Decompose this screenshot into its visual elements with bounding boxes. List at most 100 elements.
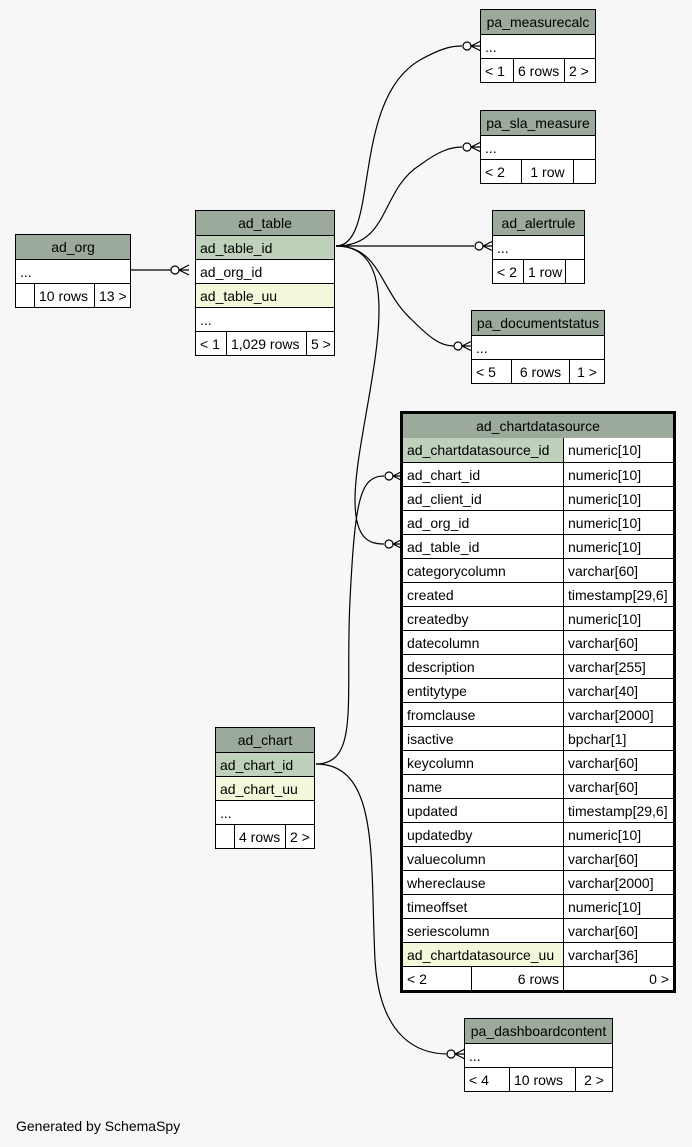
table-ellipsis: ...: [216, 800, 314, 824]
table-header[interactable]: ad_org: [16, 235, 130, 259]
nav-parents[interactable]: < 2: [407, 971, 427, 987]
table-pa-documentstatus[interactable]: pa_documentstatus ... < 5 6 rows 1 >: [471, 310, 605, 384]
nav-children[interactable]: 1 >: [569, 360, 604, 383]
column-name: keycolumn: [407, 755, 474, 771]
nav-children[interactable]: 0 >: [563, 967, 673, 990]
table-nav-row: < 2 1 row: [493, 259, 584, 283]
table-nav-row: < 2 6 rows 0 >: [403, 966, 673, 990]
crows-foot-many-marker: [470, 40, 482, 52]
column-name: description: [407, 659, 475, 675]
column-row[interactable]: description varchar[255]: [403, 654, 673, 678]
column-ad-chart-id[interactable]: ad_chart_id: [216, 752, 314, 776]
column-name: seriescolumn: [407, 923, 490, 939]
nav-rowcount: 6 rows: [511, 360, 569, 383]
table-header[interactable]: ad_alertrule: [493, 211, 584, 235]
table-ellipsis: ...: [481, 135, 595, 159]
column-name: ad_client_id: [407, 491, 482, 507]
column-type: varchar[255]: [563, 655, 673, 678]
column-type: numeric[10]: [563, 511, 673, 534]
column-ad-org-id[interactable]: ad_org_id: [196, 259, 334, 283]
optional-circle-marker: [474, 241, 484, 251]
nav-children[interactable]: 5 >: [306, 332, 334, 355]
table-nav-row: 10 rows 13 >: [16, 283, 130, 307]
nav-children[interactable]: 2 >: [564, 59, 595, 82]
table-header[interactable]: pa_documentstatus: [472, 311, 604, 335]
table-header[interactable]: pa_dashboardcontent: [465, 1019, 612, 1043]
crows-foot-many-marker: [482, 240, 494, 252]
column-name: created: [407, 587, 454, 603]
table-nav-row: 4 rows 2 >: [216, 824, 314, 848]
table-nav-row: < 1 6 rows 2 >: [481, 58, 595, 82]
nav-parents[interactable]: < 4: [469, 1072, 489, 1088]
column-ad-table-id[interactable]: ad_table_id: [196, 235, 334, 259]
column-ad-chart-uu[interactable]: ad_chart_uu: [216, 776, 314, 800]
nav-rowcount: 6 rows: [513, 59, 564, 82]
column-ad-table-uu[interactable]: ad_table_uu: [196, 283, 334, 307]
column-name: datecolumn: [407, 635, 480, 651]
nav-children[interactable]: 2 >: [285, 825, 314, 848]
table-pa-sla-measure[interactable]: pa_sla_measure ... < 2 1 row: [480, 110, 596, 184]
column-type: varchar[40]: [563, 679, 673, 702]
column-name: entitytype: [407, 683, 467, 699]
table-ad-alertrule[interactable]: ad_alertrule ... < 2 1 row: [492, 210, 585, 284]
nav-parents[interactable]: < 2: [485, 164, 505, 180]
column-type: varchar[36]: [563, 943, 673, 966]
table-ad-chartdatasource[interactable]: ad_chartdatasource ad_chartdatasource_id…: [400, 411, 676, 993]
table-header[interactable]: pa_sla_measure: [481, 111, 595, 135]
column-name: ad_chart_id: [407, 467, 481, 483]
nav-rowcount: 6 rows: [471, 967, 563, 990]
table-header[interactable]: ad_chart: [216, 728, 314, 752]
table-ad-chart[interactable]: ad_chart ad_chart_id ad_chart_uu ... 4 r…: [215, 727, 315, 849]
nav-parents[interactable]: < 2: [497, 264, 517, 280]
table-header[interactable]: pa_measurecalc: [481, 10, 595, 34]
nav-parents[interactable]: [16, 284, 34, 307]
column-name: name: [407, 779, 443, 795]
table-ellipsis: ...: [16, 259, 130, 283]
table-ad-org[interactable]: ad_org ... 10 rows 13 >: [15, 234, 131, 308]
column-name: whereclause: [407, 875, 486, 891]
column-name: updated: [407, 803, 458, 819]
column-row[interactable]: created timestamp[29,6]: [403, 582, 673, 606]
column-type: varchar[60]: [563, 559, 673, 582]
nav-parents[interactable]: < 1: [200, 336, 220, 352]
table-pa-dashboardcontent[interactable]: pa_dashboardcontent ... < 4 10 rows 2 >: [464, 1018, 613, 1092]
nav-rowcount: 1,029 rows: [226, 332, 306, 355]
column-name: ad_chartdatasource_id: [403, 438, 563, 462]
nav-children[interactable]: 13 >: [94, 284, 130, 307]
table-ellipsis: ...: [472, 335, 604, 359]
column-row[interactable]: entitytype varchar[40]: [403, 678, 673, 702]
footer-generated-by: Generated by SchemaSpy: [16, 1118, 181, 1134]
nav-parents[interactable]: < 1: [485, 63, 505, 79]
nav-children[interactable]: 2 >: [575, 1068, 612, 1091]
column-type: varchar[60]: [563, 751, 673, 774]
table-header[interactable]: ad_table: [196, 211, 334, 235]
table-ad-table[interactable]: ad_table ad_table_id ad_org_id ad_table_…: [195, 210, 335, 356]
nav-parents[interactable]: < 5: [476, 364, 496, 380]
table-pa-measurecalc[interactable]: pa_measurecalc ... < 1 6 rows 2 >: [480, 9, 596, 83]
column-type: timestamp[29,6]: [563, 583, 673, 606]
edge-ad-table-pa-documentstatus: [335, 245, 455, 347]
nav-parents[interactable]: [216, 825, 234, 848]
optional-circle-marker: [384, 471, 394, 481]
nav-rowcount: 4 rows: [234, 825, 285, 848]
column-row[interactable]: keycolumn varchar[60]: [403, 750, 673, 774]
table-header[interactable]: ad_chartdatasource: [403, 414, 673, 438]
